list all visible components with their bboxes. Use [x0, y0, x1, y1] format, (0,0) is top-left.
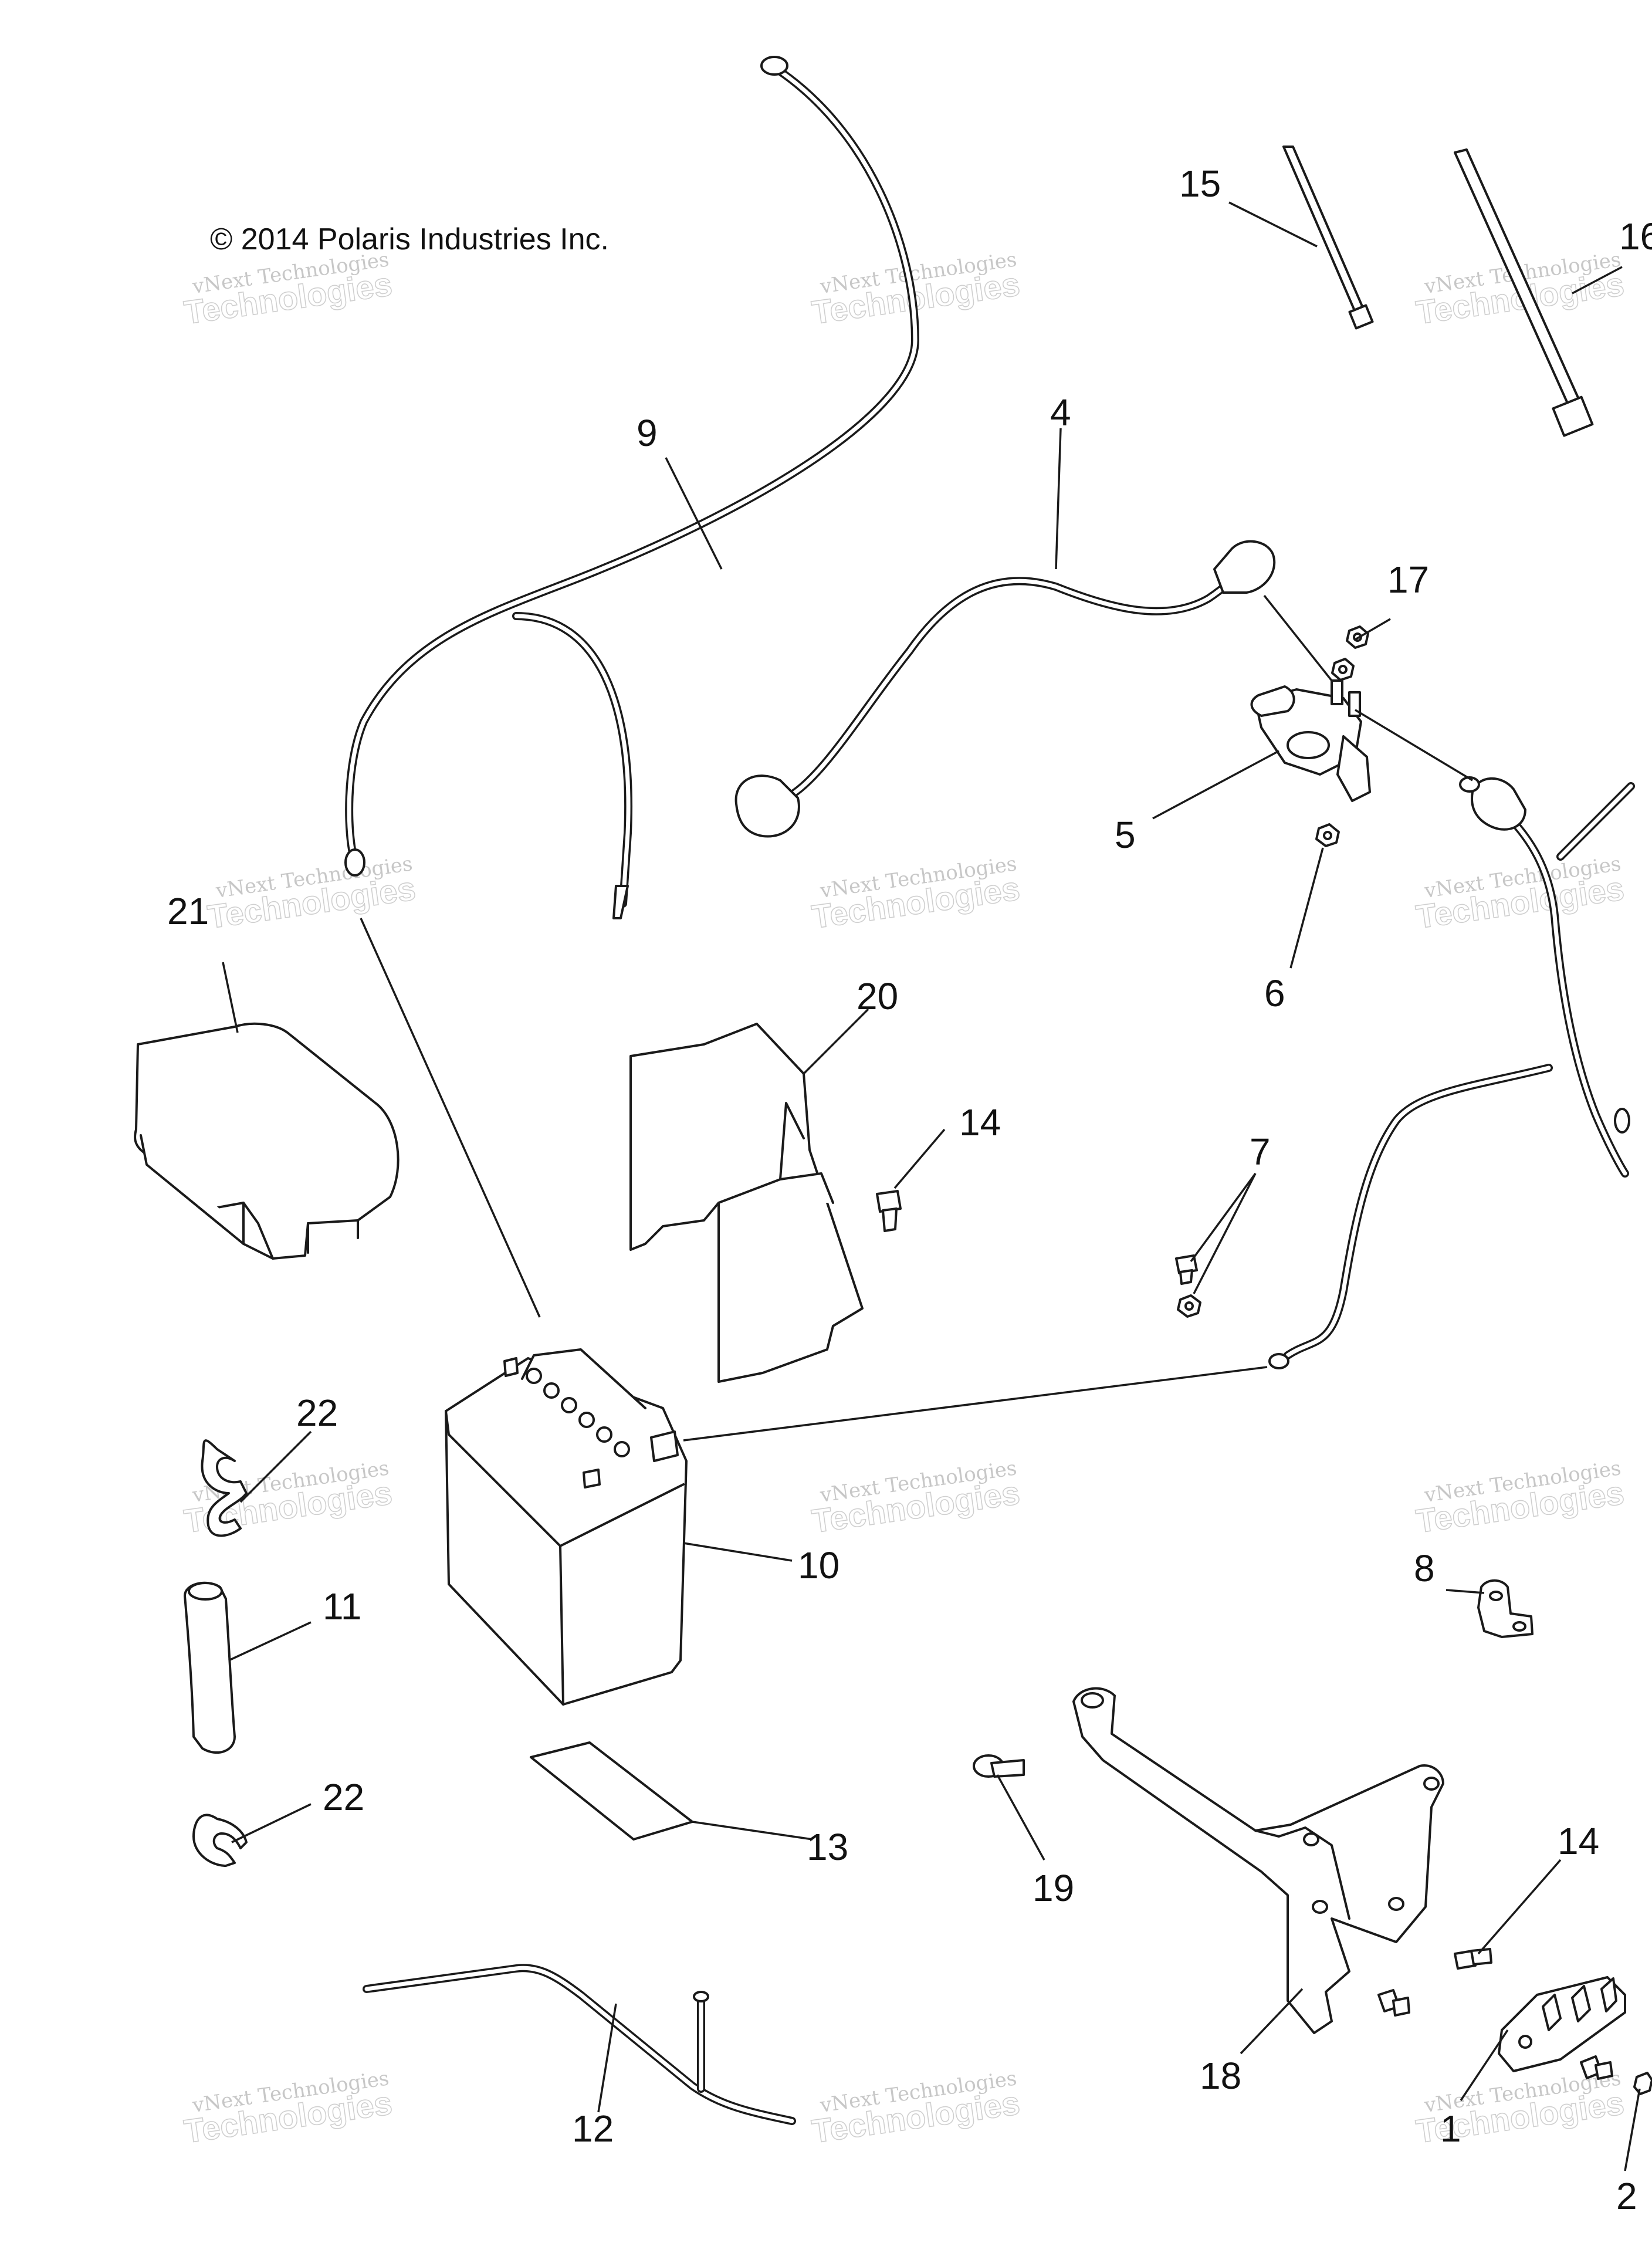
- callout-21: 21: [167, 890, 209, 932]
- terminal-boot: [1213, 540, 1276, 594]
- copyright-notice: © 2014 Polaris Industries Inc.: [210, 222, 609, 256]
- callout-1: 1: [1440, 2107, 1461, 2150]
- part-12-rod: [363, 1964, 796, 2125]
- part-22-clip: [192, 1814, 248, 1867]
- callout-8: 8: [1414, 1547, 1435, 1589]
- part-10-battery: [445, 1348, 688, 1706]
- watermark: vNext Technologies Technologies: [181, 248, 395, 331]
- callout-19: 19: [1032, 1867, 1074, 1909]
- callout-18: 18: [1200, 2055, 1241, 2097]
- ring-terminal: [1614, 1108, 1630, 1134]
- callout-22-lower: 22: [323, 1776, 364, 1818]
- bolt: [1580, 2055, 1613, 2080]
- callout-13: 13: [807, 1826, 848, 1868]
- part-1-terminal-block: [1498, 1976, 1626, 2072]
- callout-5: 5: [1115, 814, 1136, 856]
- watermark: vNext Technologies Technologies: [205, 852, 418, 936]
- watermark: vNext Technologies Technologies: [181, 2066, 395, 2150]
- callout-14-upper: 14: [959, 1101, 1001, 1144]
- callout-9: 9: [637, 412, 658, 454]
- callout-6: 6: [1264, 972, 1285, 1014]
- bolt: [1377, 1989, 1410, 2017]
- callout-16: 16: [1619, 215, 1652, 258]
- watermark: vNext Technologies Technologies: [809, 852, 1023, 936]
- callout-2: 2: [1616, 2175, 1637, 2217]
- watermark: vNext Technologies Technologies: [1413, 852, 1627, 936]
- callout-7: 7: [1250, 1131, 1271, 1173]
- part-13-pad: [530, 1741, 693, 1841]
- callout-17: 17: [1387, 559, 1429, 601]
- watermark: vNext Technologies Technologies: [1413, 1456, 1627, 1540]
- part-21-battery-pad: [134, 1022, 400, 1260]
- watermark: vNext Technologies Technologies: [809, 2066, 1023, 2150]
- part-2-nut: [1633, 2072, 1652, 2095]
- part-18-bracket: [1072, 1687, 1444, 2034]
- callout-20: 20: [857, 975, 898, 1017]
- leader-lines: [222, 201, 1641, 2171]
- ring-terminal: [1268, 1353, 1289, 1369]
- callout-14-lower: 14: [1558, 1820, 1599, 1862]
- part-14-bolt: [876, 1190, 902, 1232]
- terminal-boot: [1471, 777, 1526, 831]
- callout-10: 10: [798, 1544, 839, 1586]
- ring-terminal: [760, 56, 788, 76]
- part-15-cable-tie: [1282, 146, 1374, 330]
- part-14-bolt: [1454, 1948, 1492, 1970]
- part-4-cable: [734, 540, 1276, 838]
- right-cable: [1268, 776, 1635, 1369]
- watermark: vNext Technologies Technologies: [809, 1456, 1023, 1540]
- part-11-strap: [184, 1581, 236, 1754]
- part-5-relay: [1250, 679, 1371, 802]
- part-8-clamp: [1477, 1579, 1533, 1638]
- part-16-cable-tie: [1454, 148, 1594, 437]
- part-9-battery-cable: [344, 56, 919, 919]
- callout-labels: 15 16 9 4 17 5 6 21 20 14 7 22 10 8 11 2…: [167, 163, 1652, 2217]
- callout-15: 15: [1179, 163, 1221, 205]
- part-20-heat-shield: [629, 1023, 864, 1383]
- callout-11: 11: [323, 1585, 361, 1628]
- part-19-push-rivet: [973, 1754, 1025, 1778]
- part-22-clip: [201, 1439, 248, 1537]
- callout-4: 4: [1050, 391, 1071, 434]
- ring-terminal: [344, 848, 365, 877]
- callout-12: 12: [572, 2107, 614, 2150]
- terminal-boot: [734, 774, 800, 838]
- part-6-fastener: [1315, 823, 1340, 847]
- callout-22-upper: 22: [296, 1392, 338, 1434]
